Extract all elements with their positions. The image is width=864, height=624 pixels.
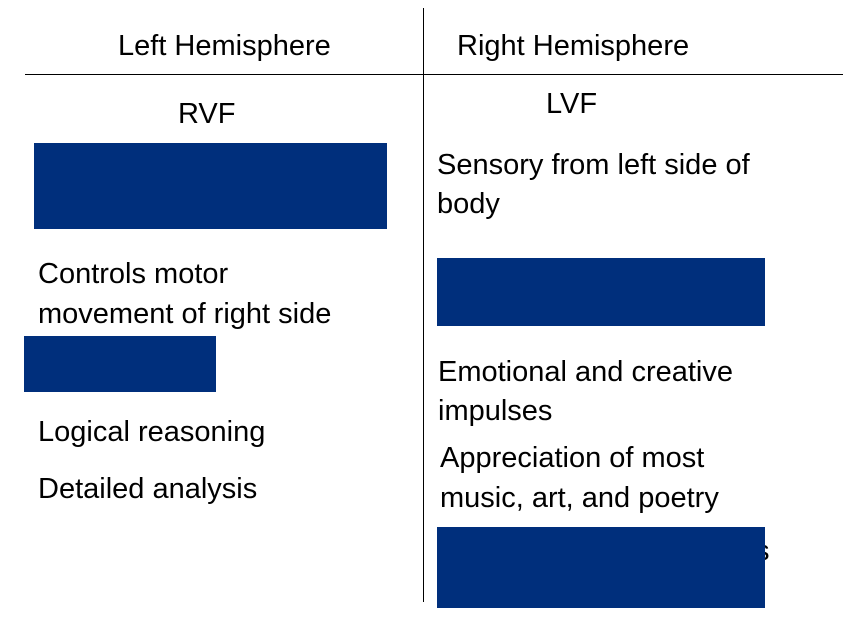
header-divider-line	[25, 74, 843, 75]
right-redaction-box-1[interactable]	[437, 258, 765, 326]
right-item-sensory-line-2: body	[437, 188, 500, 220]
right-item-sensory-line-1: Sensory from left side of	[437, 149, 750, 181]
right-item-emotional-line-2: impulses	[438, 395, 553, 427]
left-item-motor-line-1: Controls motor	[38, 258, 229, 290]
right-item-emotional-line-1: Emotional and creative	[438, 356, 733, 388]
rvf-subheader: RVF	[178, 98, 236, 130]
left-redaction-box-2[interactable]	[24, 336, 216, 392]
right-item-appreciation-line-1: Appreciation of most	[440, 442, 705, 474]
left-item-motor-line-2: movement of right side	[38, 298, 332, 330]
lvf-subheader: LVF	[546, 88, 598, 120]
right-item-appreciation-line-2: music, art, and poetry	[440, 482, 719, 514]
left-hemisphere-header: Left Hemisphere	[118, 30, 331, 62]
right-redaction-box-2[interactable]	[437, 527, 765, 608]
left-item-detailed-analysis: Detailed analysis	[38, 473, 258, 505]
left-item-logical-reasoning: Logical reasoning	[38, 416, 266, 448]
left-redaction-box-1[interactable]	[34, 143, 387, 229]
right-hemisphere-header: Right Hemisphere	[457, 30, 690, 62]
column-divider-line	[423, 8, 424, 602]
